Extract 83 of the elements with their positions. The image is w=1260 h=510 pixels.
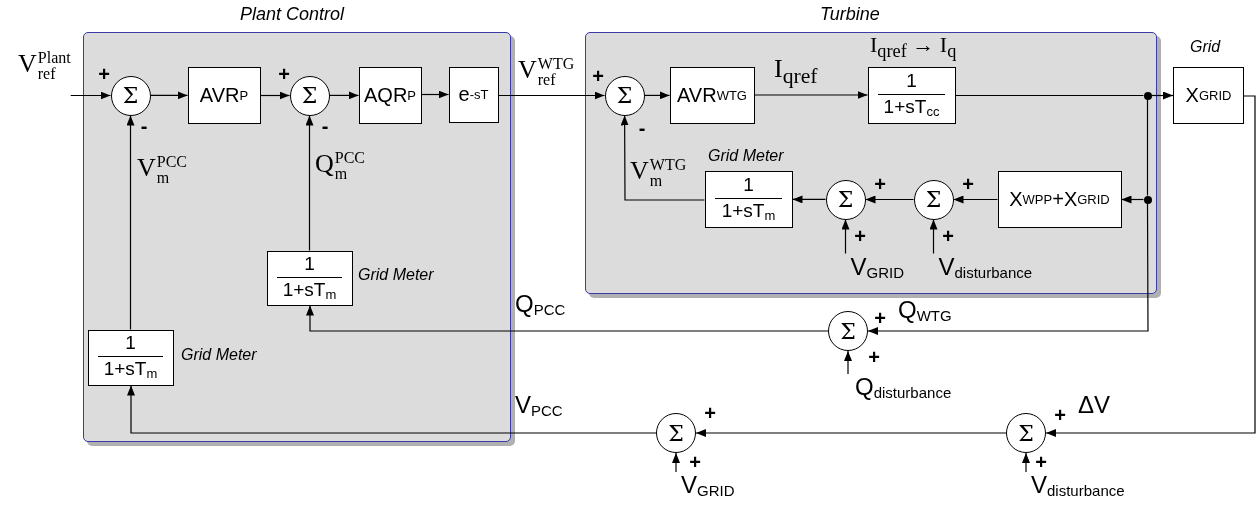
signal-label: Q$_{WTG}$ <box>898 298 952 323</box>
signal-arrow <box>1022 452 1030 473</box>
signal-arrow <box>149 91 189 100</box>
transfer-function-block <box>867 66 956 124</box>
summing-junction: Σ <box>289 75 330 116</box>
signal-label: V$_{GRID}$ <box>840 253 904 281</box>
sign-label: + <box>874 174 886 194</box>
signal-arrow <box>929 218 938 255</box>
signal-arrow <box>672 452 680 473</box>
junction-dot <box>1143 195 1152 204</box>
sign-label: - <box>140 116 148 136</box>
signal-label: V$_{GRID}$ <box>671 472 735 500</box>
signal-line <box>954 94 1145 97</box>
signal-arrow <box>695 429 1007 437</box>
block-caption: Grid Meter <box>358 266 434 284</box>
signal-line <box>1146 98 1149 197</box>
sign-label: + <box>868 347 880 367</box>
block-caption: Grid Meter <box>181 346 257 364</box>
sign-label: + <box>962 174 974 194</box>
transfer-function-block <box>87 329 174 386</box>
signal-arrow <box>643 91 671 100</box>
denominator: 1+sT$_{m}$ <box>721 200 776 224</box>
signal-arrow <box>952 195 999 204</box>
signal-arrow <box>259 91 291 100</box>
signal-label: I$_{qref}$ <box>774 56 818 88</box>
sign-label: + <box>592 66 604 86</box>
panel-title: Turbine <box>820 4 880 25</box>
signal-label: Q$_{disturbance}$ <box>845 374 952 402</box>
transfer-function-block <box>704 170 793 228</box>
signal-arrow <box>864 195 915 204</box>
numerator: 1 <box>304 253 315 275</box>
signal-label: ΔV <box>1078 393 1111 417</box>
sign-label: + <box>1035 452 1047 472</box>
sign-label: + <box>704 403 716 423</box>
signal-arrow <box>420 90 450 99</box>
signal-arrow <box>126 114 135 331</box>
junction-dot <box>1143 91 1152 100</box>
summing-junction: Σ <box>604 75 645 116</box>
signal-arrow <box>306 304 829 332</box>
sign-label: - <box>321 116 329 136</box>
summing-junction: Σ <box>825 179 866 220</box>
signal-arrow <box>127 384 657 434</box>
panel-title: Plant Control <box>240 4 345 25</box>
transfer-function-block <box>266 250 353 306</box>
signal-arrow <box>70 91 112 100</box>
sign-label: + <box>874 308 886 328</box>
denominator: 1+sT$_{m}$ <box>282 279 337 303</box>
block-caption: Grid <box>1190 38 1221 56</box>
sign-label: + <box>98 64 110 84</box>
signal-arrow <box>620 114 706 201</box>
signal-arrow <box>867 202 1149 335</box>
numerator: 1 <box>125 333 136 355</box>
summing-junction: Σ <box>656 413 696 453</box>
sign-label: + <box>278 64 290 84</box>
summing-junction: Σ <box>1006 413 1046 453</box>
numerator: 1 <box>906 70 917 92</box>
sign-label: + <box>1054 405 1066 425</box>
summing-junction: Σ <box>110 75 151 116</box>
signal-label: V$_{disturbance}$ <box>928 253 1033 281</box>
summing-junction: Σ <box>828 311 868 351</box>
sign-label: + <box>689 452 701 472</box>
sign-label: - <box>638 118 646 138</box>
signal-arrow <box>844 350 852 375</box>
signal-arrow <box>791 195 827 204</box>
summing-junction: Σ <box>913 179 954 220</box>
signal-arrow <box>753 91 869 99</box>
denominator: 1+sT$_{cc}$ <box>883 96 940 120</box>
signal-label: V$_{PCC}$ <box>515 393 563 418</box>
sign-label: + <box>854 226 866 246</box>
signal-arrow <box>1150 91 1174 100</box>
signal-arrow <box>497 91 606 100</box>
signal-arrow <box>841 218 850 255</box>
signal-arrow <box>305 114 314 252</box>
sign-label: + <box>942 226 954 246</box>
numerator: 1 <box>743 174 754 196</box>
signal-label: V$_{disturbance}$ <box>1021 472 1125 500</box>
signal-arrow <box>1120 195 1145 204</box>
denominator: 1+sT$_{m}$ <box>103 359 158 382</box>
block-caption: Grid Meter <box>708 147 784 165</box>
signal-arrow <box>1045 95 1256 437</box>
signal-label: Q$_{PCC}$ <box>515 292 566 317</box>
signal-arrow <box>328 91 360 100</box>
block-caption: I$_{qref}$ → I$_{q}$ <box>870 34 957 61</box>
